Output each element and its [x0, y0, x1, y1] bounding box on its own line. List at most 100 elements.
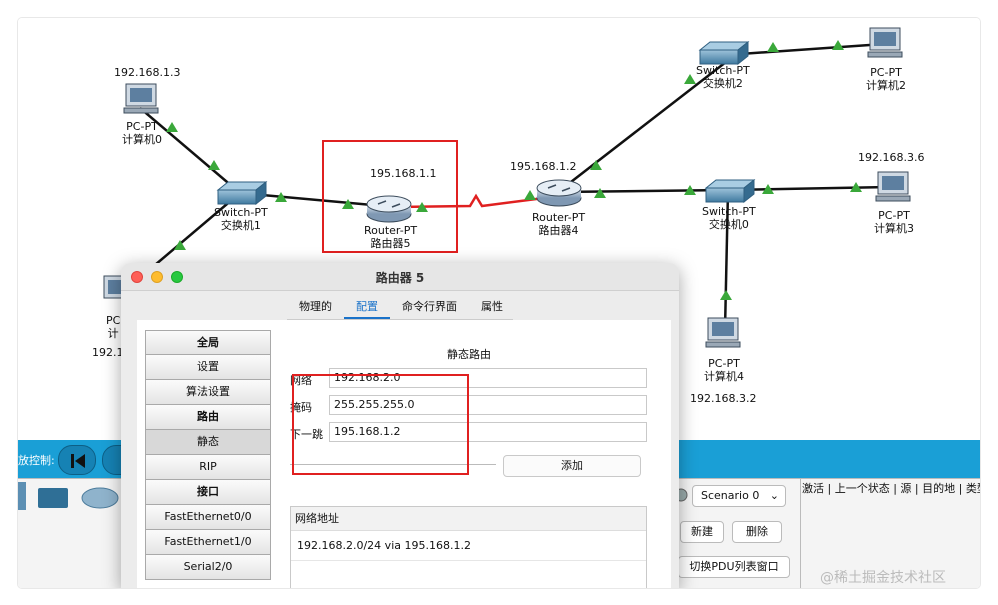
pc-icon[interactable]	[123, 83, 159, 114]
pc2-model: PC-PT	[870, 66, 902, 79]
new-scenario-button[interactable]: 新建	[680, 521, 724, 543]
pc2-name: 计算机2	[866, 79, 906, 92]
pc-icon[interactable]	[867, 27, 903, 58]
pc0-model: PC-PT	[126, 120, 158, 133]
sidebar-item-serial2-0[interactable]: Serial2/0	[145, 555, 271, 580]
sidebar-item-routing[interactable]: 路由	[145, 405, 271, 430]
switch1-name: 交换机1	[220, 219, 261, 232]
zoom-button[interactable]	[171, 271, 183, 283]
router-icon[interactable]	[366, 195, 412, 223]
pc0-label[interactable]: PC-PT 计算机0	[122, 120, 162, 146]
switch-icon[interactable]	[216, 180, 268, 206]
router5-label[interactable]: Router-PT 路由器5	[364, 224, 417, 250]
switch2-label[interactable]: Switch-PT 交换机2	[696, 64, 750, 90]
scenario-select[interactable]: Scenario 0 ⌄	[692, 485, 786, 507]
next-hop-input[interactable]: 195.168.1.2	[329, 422, 647, 442]
router5-ip: 195.168.1.1	[370, 167, 437, 180]
toggle-pdu-list-button[interactable]: 切换PDU列表窗口	[678, 556, 790, 578]
link-switch2-pc2[interactable]	[725, 42, 885, 57]
pc0-name: 计算机0	[122, 133, 162, 146]
mask-label: 掩码	[290, 401, 312, 414]
sidebar-item-fastethernet1-0[interactable]: FastEthernet1/0	[145, 530, 271, 555]
table-row[interactable]: 192.168.2.0/24 via 195.168.1.2	[291, 531, 646, 561]
sidebar-item-rip[interactable]: RIP	[145, 455, 271, 480]
skip-back-icon	[71, 454, 85, 468]
link-status-indicators	[166, 40, 862, 300]
sidebar-item-global[interactable]: 全局	[145, 330, 271, 355]
sidebar-item-settings[interactable]: 设置	[145, 355, 271, 380]
link-router4-switch2[interactable]	[557, 61, 727, 193]
switch-icon[interactable]	[704, 178, 756, 204]
switch0-name: 交换机0	[708, 218, 749, 231]
pc-left-ip: 192.1	[92, 346, 124, 359]
dialog-tabs: 物理的 配置 命令行界面 属性	[287, 297, 515, 319]
pc-icon[interactable]	[705, 317, 741, 348]
event-col-source[interactable]: 源	[900, 482, 912, 495]
router4-ip: 195.168.1.2	[510, 160, 577, 173]
tab-underline	[287, 319, 513, 320]
switch-icon[interactable]	[698, 40, 750, 66]
pc4-ip: 192.168.3.2	[690, 392, 757, 405]
tab-attributes[interactable]: 属性	[481, 300, 503, 313]
pc-icon[interactable]	[875, 171, 911, 202]
router-icon[interactable]	[536, 179, 582, 207]
event-col-type[interactable]: 类型	[965, 482, 980, 495]
pc2-label[interactable]: PC-PT 计算机2	[866, 66, 906, 92]
router5-highlight-box	[322, 140, 458, 253]
sidebar-item-algorithm-settings[interactable]: 算法设置	[145, 380, 271, 405]
tab-config[interactable]: 配置	[344, 297, 390, 319]
static-route-title: 静态路由	[447, 348, 491, 361]
dialog-title: 路由器 5	[375, 271, 425, 285]
event-col-active[interactable]: 激活	[802, 482, 824, 495]
link-switch1-pcleft[interactable]	[154, 192, 241, 266]
scenario-value: Scenario 0	[701, 489, 760, 502]
link-pc0-switch1[interactable]	[139, 107, 241, 194]
app-window: 192.168.1.3 PC-PT 计算机0 Switch-PT 交换机1 19…	[18, 18, 980, 588]
close-button[interactable]	[131, 271, 143, 283]
event-col-last-status[interactable]: 上一个状态	[834, 482, 890, 495]
pc-left-name: 计	[107, 327, 119, 340]
sidebar-item-interface[interactable]: 接口	[145, 480, 271, 505]
router4-name: 路由器4	[538, 224, 579, 237]
tab-physical[interactable]: 物理的	[299, 300, 332, 313]
rewind-button[interactable]	[58, 445, 96, 475]
event-col-destination[interactable]: 目的地	[922, 482, 956, 495]
pc4-label[interactable]: PC-PT 计算机4	[704, 357, 744, 383]
router5-name: 路由器5	[370, 237, 411, 250]
switch2-name: 交换机2	[702, 77, 743, 90]
pc3-model: PC-PT	[878, 209, 910, 222]
pc-left-model: PC	[106, 314, 121, 327]
link-router4-switch0[interactable]	[557, 188, 729, 194]
pc0-ip: 192.168.1.3	[114, 66, 181, 79]
minimize-button[interactable]	[151, 271, 163, 283]
router4-model: Router-PT	[532, 211, 586, 224]
topology-canvas	[103, 27, 911, 348]
folder-icon	[38, 488, 68, 508]
pc3-label[interactable]: PC-PT 计算机3	[874, 209, 914, 235]
config-content: 全局 设置 算法设置 路由 静态 RIP 接口 FastEthernet0/0 …	[137, 320, 671, 588]
cloud-icon	[81, 487, 119, 509]
add-route-button[interactable]: 添加	[503, 455, 641, 477]
delete-scenario-button[interactable]: 删除	[732, 521, 782, 543]
route-table: 网络地址 192.168.2.0/24 via 195.168.1.2	[290, 506, 647, 588]
devices-icon	[18, 482, 26, 510]
sidebar-item-fastethernet0-0[interactable]: FastEthernet0/0	[145, 505, 271, 530]
pc3-ip: 192.168.3.6	[858, 151, 925, 164]
switch1-label[interactable]: Switch-PT 交换机1	[214, 206, 268, 232]
next-hop-label: 下一跳	[290, 428, 323, 441]
chevron-down-icon: ⌄	[769, 489, 779, 502]
event-list-header: 激活 | 上一个状态 | 源 | 目的地 | 类型	[802, 480, 980, 496]
panel-divider	[800, 478, 801, 588]
sidebar-item-static[interactable]: 静态	[145, 430, 271, 455]
link-switch0-pc4[interactable]	[723, 189, 730, 331]
switch0-label[interactable]: Switch-PT 交换机0	[702, 205, 756, 231]
mask-input[interactable]: 255.255.255.0	[329, 395, 647, 415]
pc4-name: 计算机4	[704, 370, 744, 383]
link-switch0-pc3[interactable]	[727, 185, 891, 192]
link-router5-router4-serial[interactable]	[394, 193, 561, 209]
router4-label[interactable]: Router-PT 路由器4	[532, 211, 585, 237]
pc-left-label[interactable]: PC 计	[106, 314, 120, 340]
form-divider	[290, 464, 496, 465]
tab-cli[interactable]: 命令行界面	[402, 300, 457, 313]
dialog-titlebar[interactable]: 路由器 5	[121, 263, 679, 291]
